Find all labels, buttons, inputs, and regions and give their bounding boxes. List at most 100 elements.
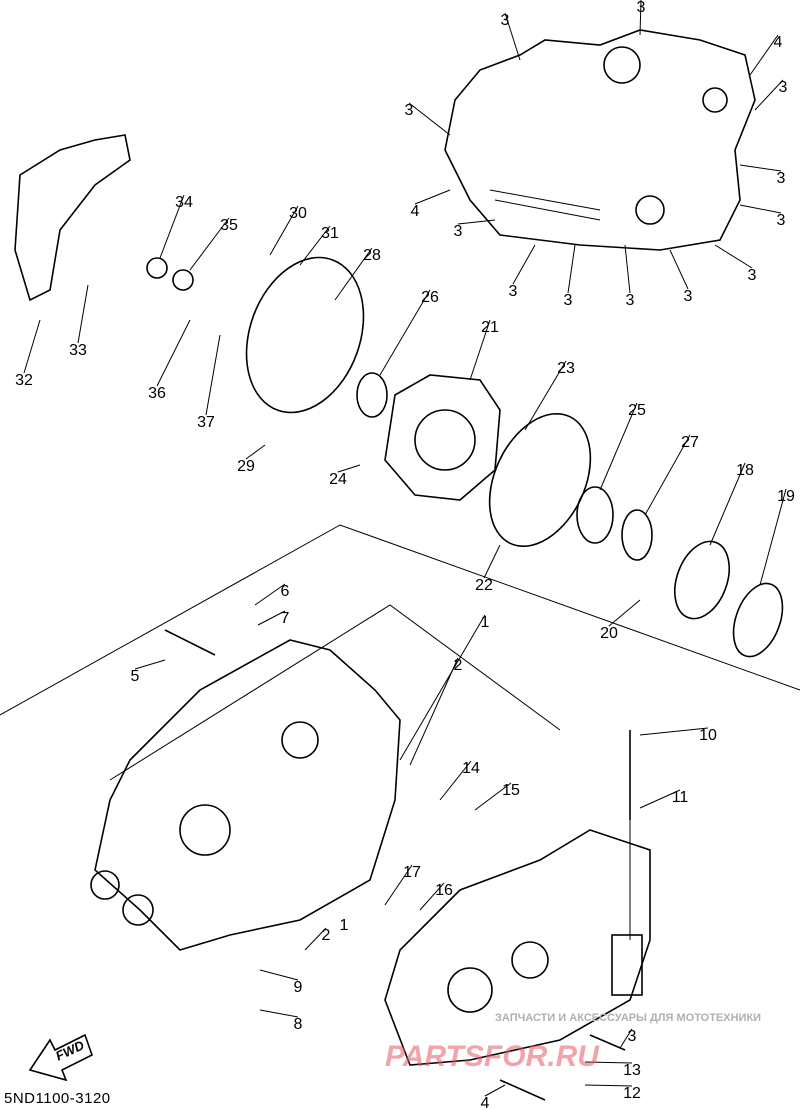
- callout-29: 29: [237, 458, 255, 475]
- leader-line: [414, 189, 451, 205]
- callout-21: 21: [481, 319, 499, 336]
- leader-line: [599, 402, 638, 491]
- leader-line: [23, 319, 41, 374]
- callout-2: 2: [454, 657, 463, 674]
- callout-28: 28: [363, 247, 381, 264]
- callout-6: 6: [281, 583, 290, 600]
- callout-31: 31: [321, 225, 339, 242]
- watermark-logo: PARTSFOR.RU: [385, 1040, 599, 1073]
- callout-35: 35: [220, 217, 238, 234]
- callout-3: 3: [628, 1028, 637, 1045]
- bolt-5: [164, 629, 216, 656]
- gasket-19: [732, 582, 784, 658]
- leader-line: [639, 0, 642, 36]
- leader-line: [749, 34, 779, 76]
- circlip-27: [621, 509, 653, 561]
- crankcase-left: [94, 639, 401, 951]
- callout-3: 3: [501, 12, 510, 29]
- callout-3: 3: [509, 283, 518, 300]
- callout-26: 26: [421, 289, 439, 306]
- leader-line: [257, 610, 286, 626]
- crankcase-cover-left: [444, 29, 756, 251]
- callout-3: 3: [454, 223, 463, 240]
- leader-line: [189, 217, 230, 271]
- leader-line: [709, 462, 746, 546]
- leader-line: [484, 1084, 506, 1097]
- leader-line: [608, 599, 641, 627]
- leader-line: [504, 12, 521, 61]
- callout-8: 8: [294, 1016, 303, 1033]
- leader-line: [337, 464, 361, 473]
- leader-line: [584, 1084, 633, 1087]
- callout-12: 12: [623, 1085, 641, 1102]
- leader-line: [254, 583, 286, 606]
- leader-line: [304, 927, 327, 951]
- callout-3: 3: [684, 288, 693, 305]
- callout-36: 36: [148, 385, 166, 402]
- leader-line: [259, 969, 299, 981]
- leader-line: [739, 164, 782, 172]
- leader-line: [134, 659, 166, 670]
- callout-3: 3: [564, 292, 573, 309]
- leader-line: [259, 1009, 299, 1018]
- leader-line: [156, 319, 191, 387]
- housing-21: [384, 374, 501, 501]
- leader-line: [754, 79, 784, 111]
- gasket-22: [488, 412, 592, 548]
- callout-14: 14: [462, 760, 480, 777]
- leader-line: [474, 782, 512, 811]
- callout-37: 37: [197, 414, 215, 431]
- callout-3: 3: [779, 79, 788, 96]
- leader-line: [205, 334, 221, 416]
- callout-16: 16: [435, 882, 453, 899]
- seal-26: [356, 372, 388, 418]
- leader-line: [512, 244, 536, 285]
- bolt-3: [589, 1034, 626, 1051]
- leader-line: [639, 727, 709, 736]
- bearing-34: [146, 257, 168, 279]
- callout-34: 34: [175, 194, 193, 211]
- bolt-4: [499, 1079, 546, 1101]
- callout-11: 11: [672, 789, 689, 806]
- callout-3: 3: [777, 212, 786, 229]
- leader-line: [739, 204, 782, 214]
- plate-18: [674, 540, 730, 620]
- leader-line: [419, 882, 445, 911]
- callout-2: 2: [322, 927, 331, 944]
- leader-line: [624, 244, 631, 294]
- callout-25: 25: [628, 402, 646, 419]
- leader-line: [269, 205, 299, 256]
- leader-line: [669, 249, 689, 290]
- callout-5: 5: [131, 668, 140, 685]
- callout-1: 1: [481, 614, 490, 631]
- callout-4: 4: [774, 34, 783, 51]
- crankcase-right: [384, 829, 651, 1066]
- diagram-code: 5ND1100-3120: [4, 1090, 111, 1107]
- callout-20: 20: [600, 625, 618, 642]
- callout-22: 22: [475, 577, 493, 594]
- callout-4: 4: [481, 1095, 490, 1110]
- callout-23: 23: [557, 360, 575, 377]
- leader-line: [567, 244, 576, 294]
- callout-7: 7: [281, 610, 290, 627]
- callout-33: 33: [69, 342, 87, 359]
- leader-line: [384, 864, 413, 906]
- callout-1: 1: [340, 917, 349, 934]
- leader-line: [524, 360, 567, 431]
- leader-line: [639, 789, 681, 809]
- cover-32: [14, 134, 131, 302]
- leader-line: [759, 488, 787, 586]
- leader-line: [245, 444, 266, 460]
- callout-19: 19: [777, 488, 795, 505]
- leader-line: [644, 434, 691, 516]
- callout-24: 24: [329, 471, 347, 488]
- callout-3: 3: [777, 170, 786, 187]
- callout-9: 9: [294, 979, 303, 996]
- leader-line: [714, 244, 753, 269]
- watermark-tagline: ЗАПЧАСТИ И АКСЕССУАРЫ ДЛЯ МОТОТЕХНИКИ: [495, 1012, 762, 1024]
- callout-18: 18: [736, 462, 754, 479]
- callout-3: 3: [748, 267, 757, 284]
- leader-line: [334, 247, 373, 301]
